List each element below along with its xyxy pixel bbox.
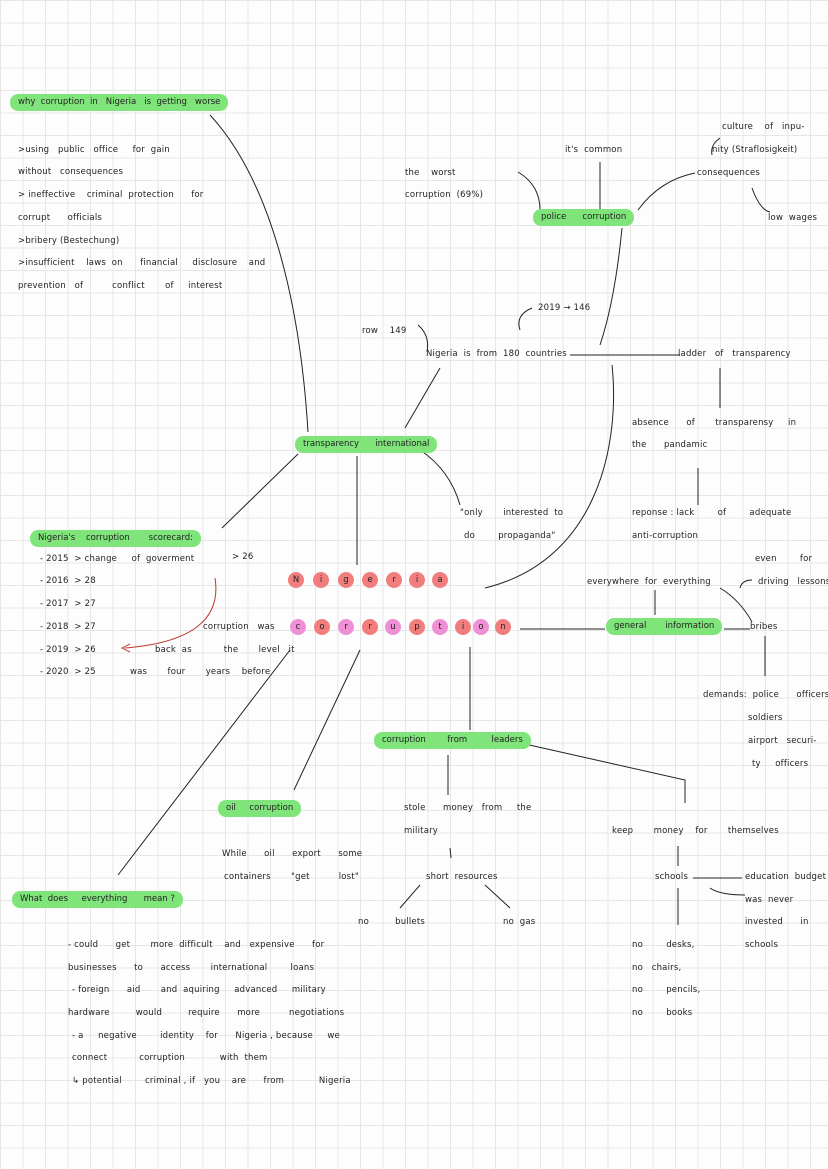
transparency-international-box: transparency international [295,436,438,453]
everywhere-note: everywhere for everything [587,577,711,587]
rank-text: Nigeria is from 180 countries [426,349,567,359]
scorecard-item: - 2019 > 26 [40,645,96,655]
letter-dot: n [495,619,511,635]
budget-note: invested in [745,917,809,927]
propaganda-note: "only interested to [460,508,564,518]
meaning-line: - a negative identity for Nigeria , beca… [72,1031,340,1041]
stole-money-note: military [404,826,439,836]
corruption-was-note: back as the level it [155,645,295,655]
letter-dot: o [314,619,330,635]
letter-dot: r [338,619,354,635]
demands-note: demands: police officers [703,690,828,700]
oil-corruption-box: oil corruption [218,800,302,817]
corruption-was-note: corruption was [203,622,275,632]
letter-dot: a [432,572,448,588]
scorecard-item: - 2020 > 25 [40,667,96,677]
meaning-line: connect corruption with them [72,1053,268,1063]
no-item: no chairs, [632,963,682,973]
even-for-note: even for [755,554,813,564]
reason-line: > ineffective criminal protection for [18,190,204,200]
no-gas-note: no gas [503,917,536,927]
reason-line: >bribery (Bestechung) [18,236,120,246]
meaning-line: businesses to access international loans [68,963,315,973]
meaning-line: ↳ potential criminal , if you are from N… [72,1076,351,1086]
oil-note: While oil export some [222,849,363,859]
scorecard-box: Nigeria's corruption scorecard: [30,530,202,547]
letter-dot: r [386,572,402,588]
ladder-transparency: ladder of transparency [678,349,791,359]
response-note: reponse : lack of adequate [632,508,792,518]
letter-dot: i [313,572,329,588]
letter-dot: i [409,572,425,588]
budget-note: was never [745,895,794,905]
response-note: anti-corruption [632,531,699,541]
its-common-note: it's common [565,145,623,155]
letter-dot: o [473,619,489,635]
meaning-line: - could get more difficult and expensive… [68,940,325,950]
demands-note: airport securi- [748,736,817,746]
letter-dot: N [288,572,304,588]
absence-note: the pandamic [632,440,708,450]
letter-dot: g [338,572,354,588]
oil-note: containers "get lost" [224,872,359,882]
reason-line: >insufficient laws on financial disclosu… [18,258,266,268]
score-26-note: > 26 [232,552,254,562]
title-box: why corruption in Nigeria is getting wor… [10,94,229,111]
even-for-note: driving lessons [758,577,828,587]
letter-dot: u [385,619,401,635]
absence-note: absence of transparensy in [632,418,797,428]
reason-line: >using public office for gain [18,145,170,155]
schools-label: schools [655,872,689,882]
budget-note: education budget [745,872,827,882]
budget-note: schools [745,940,779,950]
letter-dot: p [409,619,425,635]
rank-2019-note: 2019 → 146 [538,303,591,313]
letter-dot: i [455,619,471,635]
no-item: no books [632,1008,693,1018]
demands-note: ty officers [752,759,809,769]
corruption-was-note: was four years before [130,667,271,677]
letter-dot: t [432,619,448,635]
worst-corruption-note: corruption (69%) [405,190,484,200]
row-149-note: row 149 [362,326,407,336]
no-item: no desks, [632,940,695,950]
low-wages-note: low wages [768,213,818,223]
scorecard-item: - 2015 > change of goverment [40,554,195,564]
police-corruption-box: police corruption [533,209,635,226]
reason-line: corrupt officials [18,213,103,223]
corruption-from-leaders-box: corruption from leaders [374,732,531,749]
no-item: no pencils, [632,985,701,995]
stole-money-note: stole money from the [404,803,532,813]
scorecard-item: - 2017 > 27 [40,599,96,609]
scorecard-item: - 2018 > 27 [40,622,96,632]
scorecard-item: - 2016 > 28 [40,576,96,586]
bribes-label: bribes [750,622,778,632]
impunity-note: nity (Straflosigkeit) [712,145,798,155]
short-resources-note: short resources [426,872,498,882]
reason-line: without consequences [18,167,124,177]
consequences-label: consequences [697,168,761,178]
propaganda-note: do propaganda" [464,531,556,541]
impunity-note: culture of inpu- [722,122,805,132]
keep-money-note: keep money for themselves [612,826,779,836]
letter-dot: c [290,619,306,635]
demands-note: soldiers [748,713,783,723]
meaning-box: What does everything mean ? [12,891,183,908]
letter-dot: r [362,619,378,635]
no-bullets-note: no bullets [358,917,426,927]
meaning-line: hardware would require more negotiations [68,1008,345,1018]
meaning-line: - foreign aid and aquiring advanced mili… [72,985,326,995]
letter-dot: e [362,572,378,588]
reason-line: prevention of conflict of interest [18,281,223,291]
general-information-box: general information [606,618,723,635]
worst-corruption-note: the worst [405,168,456,178]
